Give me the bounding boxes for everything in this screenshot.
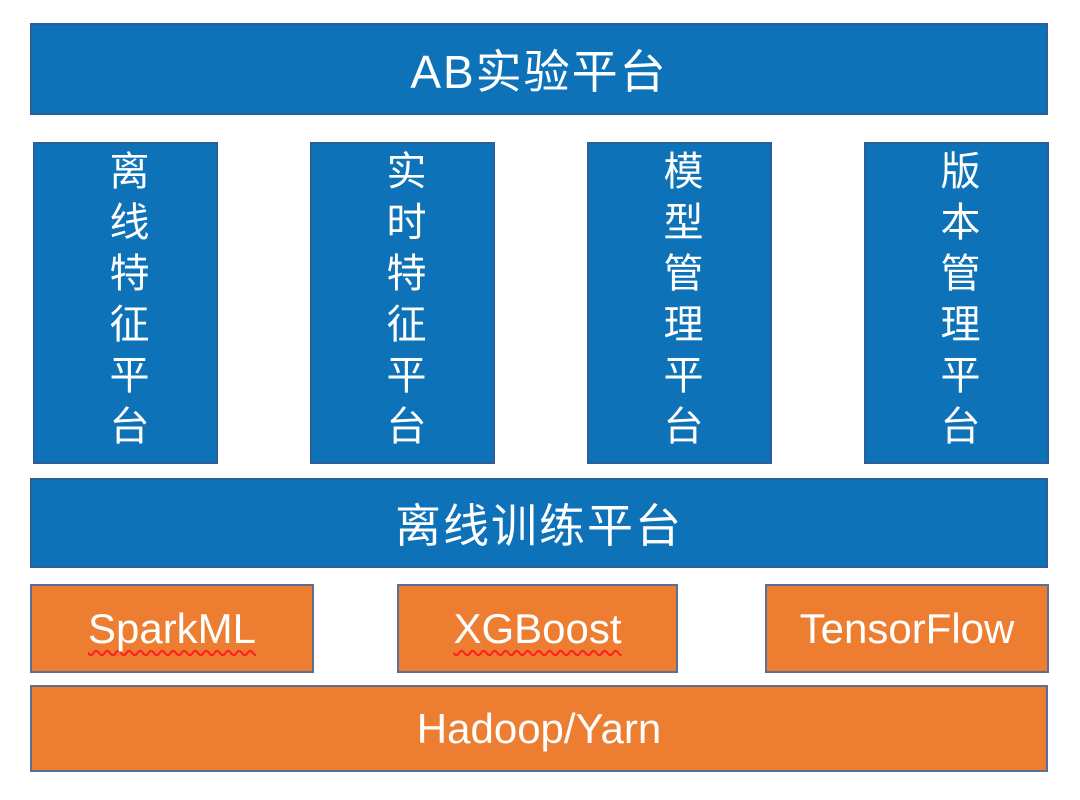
offline-feature-platform-column: 离线特征平台 <box>33 142 218 464</box>
model-management-platform-label: 模型管理平台 <box>657 150 702 456</box>
tensorflow-label: TensorFlow <box>799 604 1015 652</box>
offline-training-platform-bar: 离线训练平台 <box>30 478 1048 568</box>
sparkml-box: SparkML <box>30 584 314 673</box>
ab-experiment-platform-label: AB实验平台 <box>410 46 668 98</box>
realtime-feature-platform-column: 实时特征平台 <box>310 142 495 464</box>
version-management-platform-label: 版本管理平台 <box>934 150 979 456</box>
realtime-feature-platform-label: 实时特征平台 <box>380 150 425 456</box>
hadoop-yarn-bar: Hadoop/Yarn <box>30 685 1048 772</box>
model-management-platform-column: 模型管理平台 <box>587 142 772 464</box>
tensorflow-box: TensorFlow <box>765 584 1049 673</box>
xgboost-label: XGBoost <box>453 604 622 652</box>
offline-feature-platform-label: 离线特征平台 <box>103 150 148 456</box>
xgboost-box: XGBoost <box>397 584 678 673</box>
sparkml-label: SparkML <box>87 604 257 652</box>
ab-experiment-platform-bar: AB实验平台 <box>30 23 1048 115</box>
offline-training-platform-label: 离线训练平台 <box>395 500 683 552</box>
hadoop-yarn-label: Hadoop/Yarn <box>416 704 662 752</box>
version-management-platform-column: 版本管理平台 <box>864 142 1049 464</box>
